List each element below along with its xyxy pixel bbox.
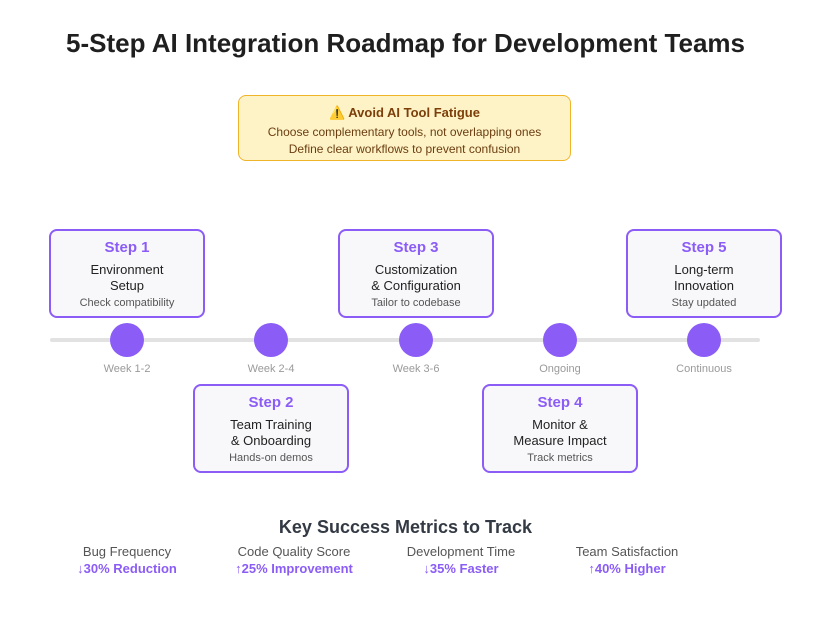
warning-line: Choose complementary tools, not overlapp…: [267, 125, 542, 139]
metric-label: Bug Frequency: [82, 544, 172, 559]
warning-line: Define clear workflows to prevent confus…: [288, 142, 521, 156]
step-card-3: Step 3 Customization & Configuration Tai…: [338, 229, 494, 318]
step-card-2: Step 2 Team Training & Onboarding Hands-…: [193, 384, 349, 473]
step-title: Long-term Innovation: [674, 262, 734, 293]
step-number: Step 3: [393, 239, 439, 256]
step-card-5: Step 5 Long-term Innovation Stay updated: [626, 229, 782, 318]
timeline-dot: [687, 323, 721, 357]
warning-title-row: ⚠️Avoid AI Tool Fatigue: [239, 105, 570, 121]
step-number: Step 4: [537, 394, 583, 411]
metric-label: Code Quality Score: [237, 544, 351, 559]
metric-value: ↓35% Faster: [423, 561, 499, 576]
warning-title: Avoid AI Tool Fatigue: [348, 105, 480, 120]
step-title: Monitor & Measure Impact: [513, 417, 607, 448]
step-title: Customization & Configuration: [371, 262, 461, 293]
step-title: Team Training & Onboarding: [230, 417, 312, 448]
warning-box: ⚠️Avoid AI Tool Fatigue Choose complemen…: [238, 95, 571, 161]
warning-icon: ⚠️: [329, 105, 346, 120]
metric-value: ↑25% Improvement: [235, 561, 353, 576]
step-detail: Track metrics: [527, 452, 593, 464]
step-title: Environment Setup: [90, 262, 164, 293]
metric-value: ↑40% Higher: [588, 561, 666, 576]
metric-team-satisfaction: Team Satisfaction ↑40% Higher: [552, 544, 702, 576]
step-card-1: Step 1 Environment Setup Check compatibi…: [49, 229, 205, 318]
timeline-dot: [254, 323, 288, 357]
step-detail: Stay updated: [671, 297, 737, 309]
metric-development-time: Development Time ↓35% Faster: [386, 544, 536, 576]
step-detail: Check compatibility: [79, 297, 175, 309]
metric-value: ↓30% Reduction: [77, 561, 177, 576]
timeline-period: Week 2-4: [247, 363, 295, 375]
step-number: Step 1: [104, 239, 150, 256]
metric-label: Team Satisfaction: [575, 544, 679, 559]
step-number: Step 5: [681, 239, 727, 256]
step-detail: Hands-on demos: [229, 452, 313, 464]
step-card-4: Step 4 Monitor & Measure Impact Track me…: [482, 384, 638, 473]
step-number: Step 2: [248, 394, 294, 411]
step-detail: Tailor to codebase: [371, 297, 461, 309]
timeline-dot: [110, 323, 144, 357]
metric-code-quality: Code Quality Score ↑25% Improvement: [219, 544, 369, 576]
timeline-period: Ongoing: [539, 363, 581, 375]
timeline-period: Week 3-6: [392, 363, 440, 375]
timeline-period: Week 1-2: [103, 363, 151, 375]
timeline-dot: [543, 323, 577, 357]
page-title: 5-Step AI Integration Roadmap for Develo…: [66, 28, 745, 58]
metrics-title: Key Success Metrics to Track: [278, 517, 533, 537]
timeline-period: Continuous: [676, 363, 732, 375]
timeline-dot: [399, 323, 433, 357]
metric-label: Development Time: [406, 544, 516, 559]
metric-bug-frequency: Bug Frequency ↓30% Reduction: [52, 544, 202, 576]
